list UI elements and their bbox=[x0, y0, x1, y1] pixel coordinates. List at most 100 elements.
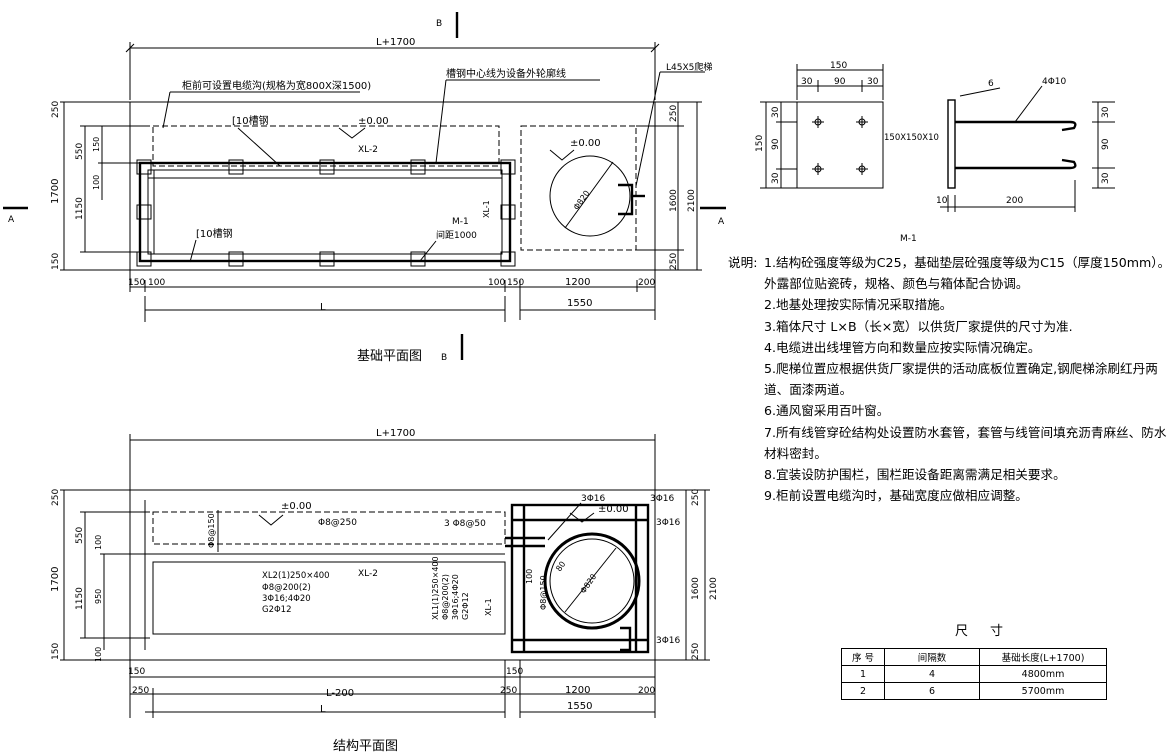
foundation-outline bbox=[129, 101, 656, 271]
dim-550-l2: 550 bbox=[75, 527, 85, 544]
structure-plan-title: 结构平面图 bbox=[333, 739, 398, 754]
inner-slab-outline bbox=[152, 561, 506, 635]
note-row: 2.地基处理按实际情况采取措施。 bbox=[728, 294, 1174, 315]
label-100b: 100 bbox=[525, 569, 534, 584]
dim-total-label: L+1700 bbox=[376, 37, 415, 48]
dim-100-left-c: 100 bbox=[92, 175, 101, 190]
phi-label: Φ820 bbox=[572, 189, 592, 212]
pit-rebar-box bbox=[510, 503, 650, 654]
label-rebar-4: Φ8@150 bbox=[539, 575, 548, 610]
dim-L-b: L bbox=[320, 704, 326, 715]
label-m1: M-1 bbox=[452, 217, 469, 227]
pit-ring bbox=[543, 532, 641, 630]
dim-200-b: 200 bbox=[638, 686, 655, 696]
note-item-3: 3.箱体尺寸 L×B（长×宽）以供货厂家提供的尺寸为准. bbox=[764, 318, 1073, 334]
note-row: 6.通风窗采用百叶窗。 bbox=[728, 400, 1174, 421]
label-cable-trench: 柜前可设置电缆沟(规格为宽800X深1500) bbox=[182, 79, 371, 92]
ladder-symbol bbox=[618, 183, 634, 216]
detail-dim-150-top: 150 bbox=[830, 61, 847, 71]
cable-trench-outline bbox=[152, 125, 500, 167]
dim-150-right: 150 bbox=[507, 278, 524, 288]
label-ladder: L45X5爬梯 bbox=[666, 61, 712, 73]
dim-250-r2b: 250 bbox=[691, 643, 701, 660]
table-header-cell: 基础长度(L+1700) bbox=[979, 648, 1107, 666]
label-3phi16-b: 3Φ16 bbox=[650, 494, 675, 504]
foundation-plan-title: 基础平面图 bbox=[357, 349, 422, 364]
xl1-spec-1: Φ8@200(2) bbox=[441, 574, 450, 620]
dim-2100-right: 2100 bbox=[687, 189, 697, 212]
label-channel-center: 槽钢中心线为设备外轮廓线 bbox=[446, 67, 566, 80]
label-3phi16-c: 3Φ16 bbox=[656, 518, 681, 528]
detail-dim-30-d: 30 bbox=[771, 172, 781, 184]
detail-dim-4phi10: 4Φ10 bbox=[1042, 77, 1067, 87]
dim-100-l2b: 100 bbox=[94, 647, 103, 662]
dim-total-label-2: L+1700 bbox=[376, 428, 415, 439]
detail-plate-size: 150X150X10 bbox=[884, 133, 939, 143]
anchor-bar-top bbox=[955, 120, 1077, 132]
plate-front bbox=[796, 101, 884, 189]
dim-150-b2: 150 bbox=[128, 667, 145, 677]
note-item-9: 9.柜前设置电缆沟时，基础宽度应做相应调整。 bbox=[764, 488, 1028, 504]
note-row: 4.电缆进出线埋管方向和数量应按实际情况确定。 bbox=[728, 337, 1174, 358]
dim-550-left: 550 bbox=[75, 143, 85, 160]
label-3phi16-a: 3Φ16 bbox=[581, 494, 606, 504]
note-row: 9.柜前设置电缆沟时，基础宽度应做相应调整。 bbox=[728, 485, 1174, 506]
pit-outline bbox=[520, 125, 637, 251]
label-rebar-1: Φ8@250 bbox=[318, 518, 357, 528]
note-item-4: 4.电缆进出线埋管方向和数量应按实际情况确定。 bbox=[764, 339, 1041, 355]
table-cell: 5700mm bbox=[979, 682, 1107, 700]
channel-steel-frame bbox=[138, 161, 512, 263]
table-row: 1 4 4800mm bbox=[841, 665, 1107, 683]
table-header-row: 序 号 间隔数 基础长度(L+1700) bbox=[841, 648, 1107, 666]
detail-dim-10: 10 bbox=[936, 196, 948, 206]
table-header-cell: 序 号 bbox=[841, 648, 885, 666]
dim-1600-right: 1600 bbox=[669, 189, 679, 212]
label-xl1-2: XL-1 bbox=[484, 598, 493, 616]
table-cell: 4800mm bbox=[979, 665, 1107, 683]
dim-1550: 1550 bbox=[567, 298, 592, 309]
dim-150-left-c: 150 bbox=[92, 137, 101, 152]
note-row: 7.所有线管穿砼结构处设置防水套管，套管与线管间填充沥青麻丝、防水材料密封。 bbox=[728, 422, 1174, 464]
note-item-6: 6.通风窗采用百叶窗。 bbox=[764, 403, 890, 419]
note-row: 8.宜装设防护围栏，围栏距设备距离需满足相关要求。 bbox=[728, 464, 1174, 485]
dim-150-left-b: 150 bbox=[51, 253, 61, 270]
note-row: 说明: 1.结构砼强度等级为C25，基础垫层砼强度等级为C15（厚度150mm）… bbox=[728, 252, 1174, 294]
dim-1200: 1200 bbox=[565, 277, 590, 288]
section-a-left-label: A bbox=[8, 215, 15, 225]
detail-title: M-1 bbox=[900, 234, 917, 244]
dim-250-r2: 250 bbox=[691, 489, 701, 506]
detail-dim-90-b: 90 bbox=[771, 138, 781, 150]
detail-dim-90-c: 90 bbox=[1101, 138, 1111, 150]
detail-dim-30-e: 30 bbox=[1101, 106, 1111, 118]
dim-100-l2a: 100 bbox=[94, 535, 103, 550]
xl2-spec-3: G2Φ12 bbox=[262, 605, 292, 615]
dim-250-right: 250 bbox=[669, 105, 679, 122]
xl1-spec-2: 3Φ16;4Φ20 bbox=[451, 574, 460, 620]
structure-plan: L+1700 Φ820 80 ±0.00 ±0.00 Φ8@250 3 Φ8@5… bbox=[50, 428, 719, 754]
dim-250-l2: 250 bbox=[51, 489, 61, 506]
note-row: 5.爬梯位置应根据供货厂家提供的活动底板位置确定,钢爬梯涂刷红丹两道、面漆两道。 bbox=[728, 358, 1174, 400]
note-row: 3.箱体尺寸 L×B（长×宽）以供货厂家提供的尺寸为准. bbox=[728, 316, 1174, 337]
label-channel-bottom: [10槽钢 bbox=[196, 227, 233, 240]
xl2-spec-2: 3Φ16;4Φ20 bbox=[262, 594, 311, 604]
anchor-bar-bottom bbox=[955, 158, 1077, 170]
label-elev-4: ±0.00 bbox=[598, 504, 629, 515]
label-elev-3: ±0.00 bbox=[281, 501, 312, 512]
dim-1600-r2: 1600 bbox=[691, 577, 701, 600]
label-channel-top: [10槽钢 bbox=[232, 114, 269, 127]
label-xl2: XL-2 bbox=[358, 145, 378, 155]
detail-dim-200: 200 bbox=[1006, 196, 1023, 206]
dim-150-b3: 150 bbox=[506, 667, 523, 677]
dim-100-left: 100 bbox=[148, 278, 165, 288]
table-cell: 2 bbox=[841, 682, 885, 700]
trench-outline-2 bbox=[152, 511, 506, 545]
dim-250-right-b: 250 bbox=[669, 253, 679, 270]
dim-1700-left: 1700 bbox=[50, 179, 61, 204]
cable-pit-circle bbox=[549, 155, 631, 237]
detail-m1: 150 30 90 30 150 30 90 30 6 4Φ10 150X150… bbox=[755, 61, 1115, 244]
dim-L: L bbox=[320, 302, 326, 313]
phi-label-2: Φ820 bbox=[579, 572, 599, 595]
notes-lead: 说明: bbox=[728, 255, 758, 270]
note-item-5: 5.爬梯位置应根据供货厂家提供的活动底板位置确定,钢爬梯涂刷红丹两道、面漆两道。 bbox=[764, 361, 1158, 398]
